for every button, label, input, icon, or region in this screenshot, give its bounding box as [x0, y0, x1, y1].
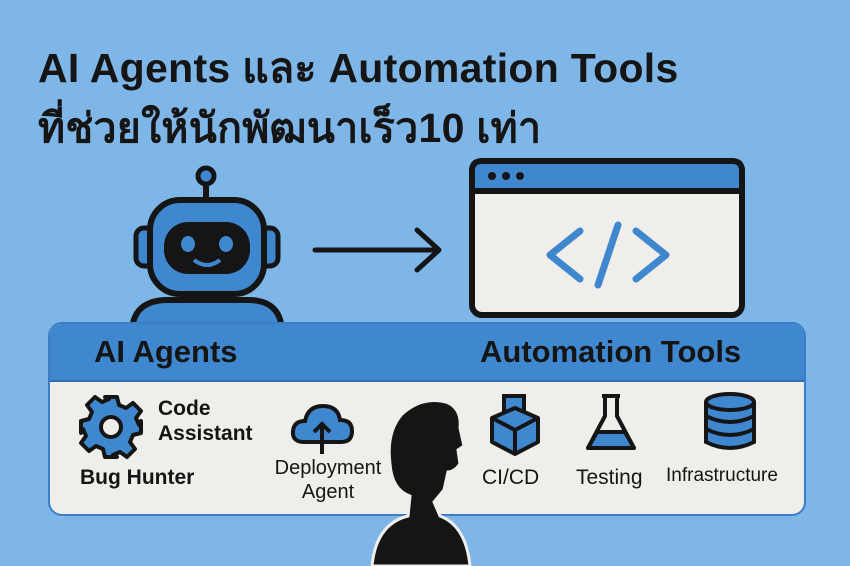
- flask-icon: [586, 394, 636, 450]
- title-line-1: AI Agents และ Automation Tools: [38, 45, 679, 91]
- developer-person-icon: [370, 399, 472, 566]
- item-testing: Testing: [576, 466, 643, 489]
- code-window-icon: [469, 158, 745, 318]
- cube-icon: [490, 394, 540, 456]
- item-deployment-agent: Deployment Agent: [274, 457, 382, 503]
- gear-icon: [79, 395, 143, 459]
- item-bug-hunter: Bug Hunter: [80, 466, 195, 489]
- title-line-2: ที่ช่วยให้นักพัฒนาเร็ว10 เท่า: [38, 105, 542, 151]
- item-ci-cd: CI/CD: [482, 466, 540, 489]
- arrow-right-icon: [312, 227, 442, 273]
- cloud-upload-icon: [290, 403, 355, 454]
- database-icon: [704, 392, 756, 450]
- automation-tools-header: Automation Tools: [480, 334, 742, 369]
- panel-header: AI Agents Automation Tools: [50, 324, 804, 382]
- ai-agents-header: AI Agents: [94, 334, 238, 369]
- robot-icon: [129, 165, 285, 330]
- item-infrastructure: Infrastructure: [666, 465, 778, 486]
- item-code-assistant: Code Assistant: [158, 397, 253, 445]
